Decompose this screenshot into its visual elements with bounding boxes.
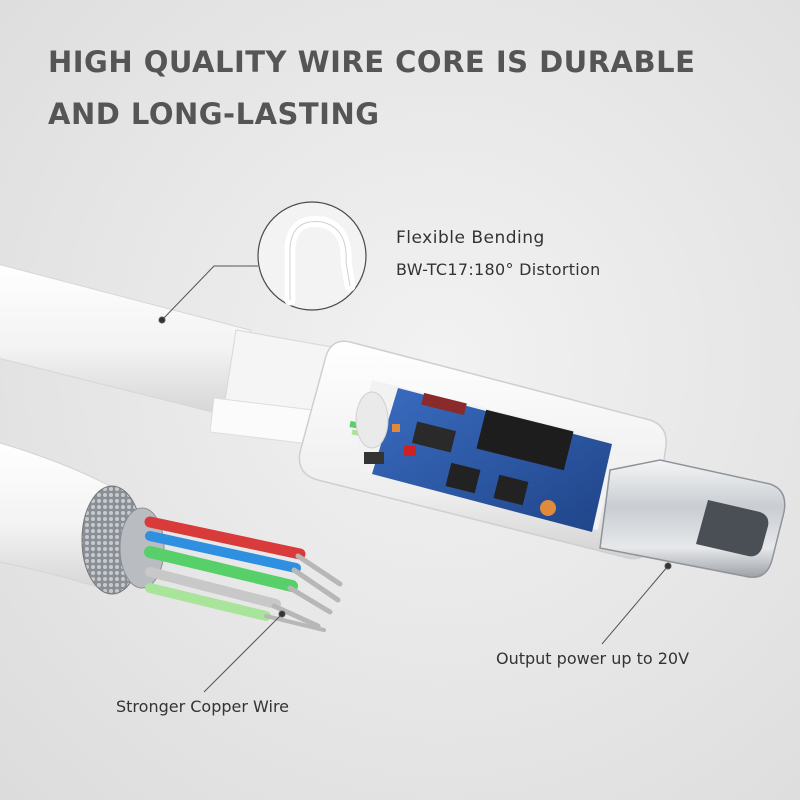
- output-power-label: Output power up to 20V: [496, 649, 690, 668]
- bent-cable-icon: [257, 201, 367, 311]
- leader-dot-power: [664, 562, 672, 570]
- leader-dot-copper: [278, 610, 286, 618]
- usb-c-plug: [599, 459, 786, 578]
- copper-wires: [144, 516, 343, 632]
- pcb-board: [364, 388, 612, 532]
- copper-wire-label: Stronger Copper Wire: [116, 697, 290, 716]
- leader-dot-flexible: [158, 316, 166, 324]
- flexible-bending-label: Flexible Bending: [396, 228, 545, 248]
- leader-power: [601, 565, 669, 645]
- connector-housing: [298, 340, 667, 560]
- distortion-spec-label: BW-TC17:180° Distortion: [396, 260, 601, 279]
- leader-flexible: [161, 265, 258, 321]
- headline-line-1: HIGH QUALITY WIRE CORE IS DURABLE: [48, 45, 696, 79]
- leader-copper: [203, 613, 283, 693]
- headline: HIGH QUALITY WIRE CORE IS DURABLE AND LO…: [48, 36, 768, 140]
- callout-leaders: [158, 265, 672, 693]
- headline-line-2: AND LONG-LASTING: [48, 97, 380, 131]
- lower-cable: [0, 442, 165, 595]
